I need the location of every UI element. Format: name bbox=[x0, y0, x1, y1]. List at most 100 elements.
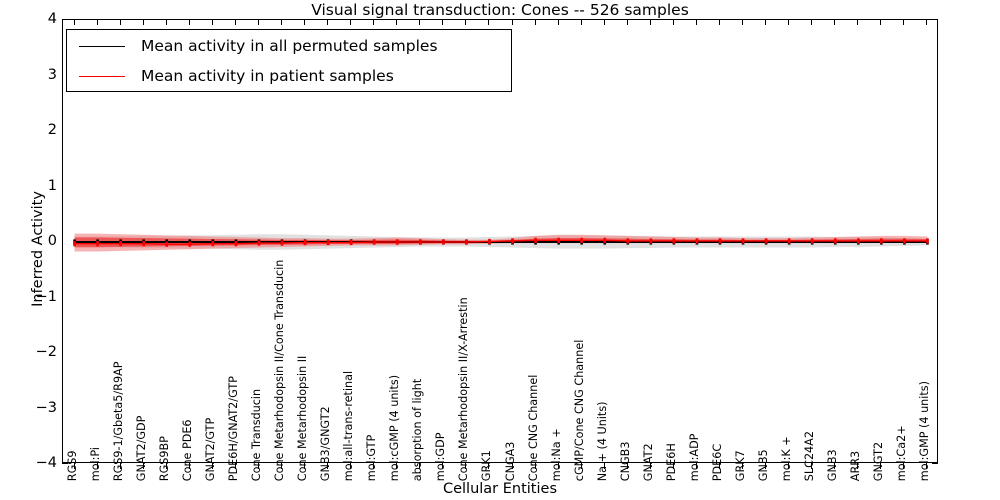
series-marker bbox=[695, 238, 699, 244]
x-tick-label: RGS9 bbox=[65, 450, 79, 482]
x-tick-label: GNAT2/GTP bbox=[203, 417, 217, 482]
x-tick-label: mol:ADP bbox=[687, 433, 701, 482]
series-marker bbox=[880, 238, 883, 244]
x-tick-label: ARR3 bbox=[849, 450, 863, 482]
series-marker bbox=[211, 241, 215, 247]
x-tick-mark-top bbox=[880, 19, 882, 25]
x-tick-label: mol:Ca2+ bbox=[895, 425, 909, 482]
x-tick-mark bbox=[580, 463, 582, 469]
x-tick-label: mol:Na + bbox=[549, 428, 563, 482]
x-tick-mark bbox=[465, 463, 467, 469]
x-tick-label: mol:all-trans-retinal bbox=[341, 370, 355, 482]
x-tick-mark bbox=[396, 463, 398, 469]
series-marker bbox=[926, 238, 929, 244]
x-tick-mark-top bbox=[419, 19, 421, 25]
x-tick-label: GRK7 bbox=[733, 450, 747, 482]
x-tick-mark-top bbox=[926, 19, 928, 25]
series-marker bbox=[280, 240, 284, 246]
x-tick-mark-top bbox=[719, 19, 720, 25]
x-tick-label: SLC24A2 bbox=[803, 431, 816, 482]
x-tick-mark-top bbox=[142, 19, 144, 25]
x-tick-label: Cone Metarhodopsin II bbox=[295, 355, 309, 482]
y-tick-label: 2 bbox=[47, 122, 57, 138]
series-marker bbox=[488, 238, 491, 245]
x-tick-mark bbox=[142, 463, 144, 469]
x-tick-mark bbox=[926, 463, 928, 469]
x-tick-mark-top bbox=[695, 19, 697, 25]
x-tick-label: PDE6H bbox=[664, 443, 678, 482]
x-tick-label: mol:GDP bbox=[434, 432, 448, 482]
x-tick-mark bbox=[811, 463, 813, 469]
series-marker bbox=[626, 238, 630, 244]
x-tick-label: Cone Transducin bbox=[249, 388, 263, 482]
x-tick-mark-top bbox=[73, 19, 75, 25]
x-tick-mark-top bbox=[811, 19, 813, 25]
y-tick-label: −2 bbox=[35, 344, 57, 360]
x-tick-mark bbox=[119, 463, 121, 469]
x-tick-mark-top bbox=[742, 19, 744, 25]
series-markers bbox=[73, 237, 929, 247]
x-tick-mark bbox=[257, 463, 259, 469]
x-tick-mark bbox=[234, 463, 236, 469]
series-marker bbox=[142, 241, 145, 247]
x-tick-label: Cone Metarhodopsin II/X-Arrestin bbox=[457, 297, 471, 482]
x-tick-mark-top bbox=[626, 19, 628, 25]
x-tick-mark bbox=[742, 463, 744, 469]
x-tick-label: CNGA3 bbox=[503, 441, 517, 482]
series-marker bbox=[833, 238, 837, 244]
x-tick-label: Cone CNG Channel bbox=[526, 374, 540, 482]
x-tick-label: GNAT2/GDP bbox=[134, 415, 148, 482]
x-tick-label: mol:K + bbox=[779, 436, 793, 482]
plot-svg bbox=[73, 233, 929, 252]
x-tick-mark bbox=[442, 463, 444, 469]
x-tick-label: PDE6H/GNAT2/GTP bbox=[226, 376, 240, 482]
x-tick-label: Cone PDE6 bbox=[180, 419, 194, 482]
y-tick-label: 4 bbox=[47, 11, 57, 27]
x-tick-label: PDE6C bbox=[710, 443, 724, 482]
x-tick-mark-top bbox=[903, 19, 905, 25]
x-tick-mark-top bbox=[211, 19, 213, 25]
x-tick-mark-top bbox=[511, 19, 513, 25]
x-tick-label: mol:Pi bbox=[88, 446, 102, 482]
series-marker bbox=[73, 241, 76, 247]
series-lines bbox=[74, 239, 928, 245]
x-tick-mark bbox=[373, 463, 375, 469]
chart-legend: Mean activity in all permuted samples Me… bbox=[66, 29, 512, 92]
x-tick-mark-top bbox=[350, 19, 352, 25]
x-tick-mark bbox=[165, 463, 167, 469]
x-tick-mark-top bbox=[557, 19, 559, 25]
x-tick-mark-top bbox=[304, 19, 306, 25]
x-tick-mark bbox=[557, 463, 559, 469]
x-tick-mark-top bbox=[257, 19, 259, 25]
x-tick-mark-top bbox=[580, 19, 582, 25]
series-marker bbox=[649, 238, 653, 244]
series-marker bbox=[580, 237, 583, 243]
x-tick-mark-top bbox=[672, 19, 674, 25]
x-tick-mark bbox=[765, 463, 767, 469]
x-tick-mark bbox=[857, 463, 859, 469]
x-tick-label: GNB3 bbox=[826, 449, 840, 482]
x-tick-mark-top bbox=[488, 19, 490, 25]
series-marker bbox=[165, 241, 169, 247]
x-tick-label: mol:cGMP (4 units) bbox=[388, 374, 402, 482]
x-tick-mark bbox=[788, 463, 790, 469]
y-tick-mark-right bbox=[932, 463, 938, 464]
x-tick-mark-top bbox=[281, 19, 282, 25]
series-marker bbox=[234, 241, 238, 247]
series-marker bbox=[764, 238, 768, 244]
x-tick-mark bbox=[626, 463, 628, 469]
chart-title: Visual signal transduction: Cones -- 526… bbox=[311, 1, 689, 19]
series-marker bbox=[718, 238, 722, 244]
series-marker bbox=[787, 238, 791, 244]
series-marker bbox=[903, 238, 906, 244]
x-tick-mark-top bbox=[96, 19, 98, 25]
x-tick-label: GNB5 bbox=[756, 449, 770, 482]
x-tick-label: RGS9-1/Gbeta5/R9AP bbox=[111, 361, 125, 482]
x-tick-mark bbox=[281, 463, 282, 469]
x-tick-mark bbox=[419, 463, 421, 469]
series-marker bbox=[326, 239, 330, 246]
x-tick-mark bbox=[649, 463, 651, 469]
series-marker bbox=[857, 238, 860, 244]
x-tick-mark-top bbox=[234, 19, 236, 25]
